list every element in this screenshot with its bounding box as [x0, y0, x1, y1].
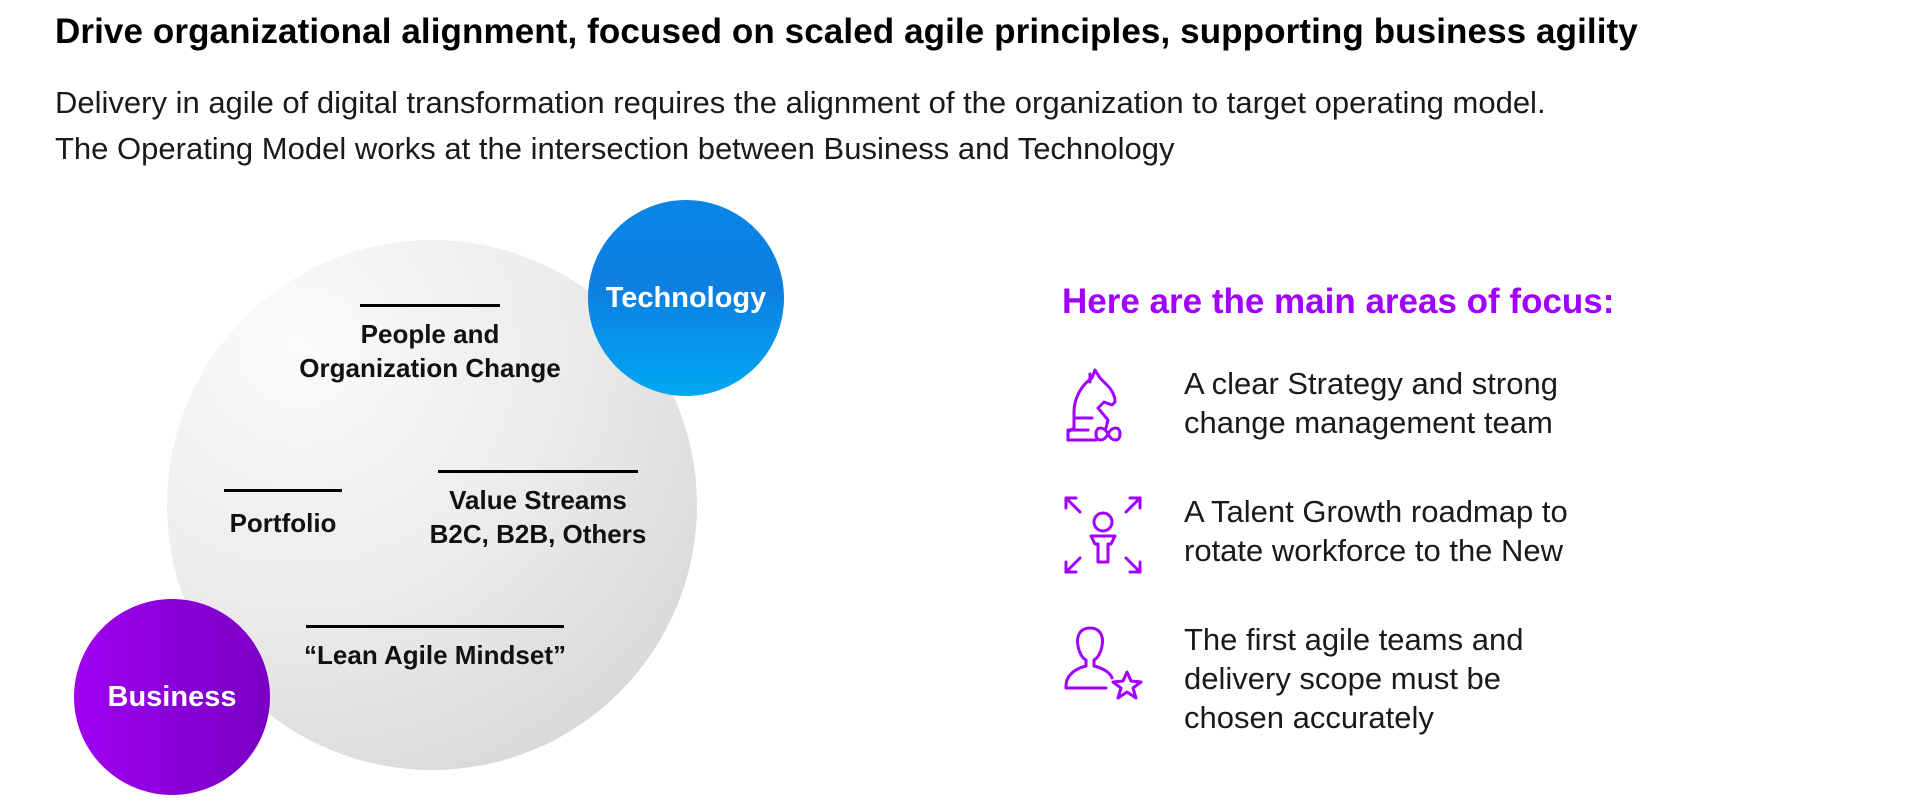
node-people-organization-change: People and Organization Change [260, 304, 600, 385]
focus-item-text: The first agile teams and delivery scope… [1184, 620, 1523, 737]
node-label-line: People and [360, 319, 500, 349]
person-star-icon [1064, 626, 1143, 700]
node-label-line: Portfolio [229, 508, 337, 538]
page-title: Drive organizational alignment, focused … [55, 12, 1638, 51]
focus-item-text: A Talent Growth roadmap to rotate workfo… [1184, 492, 1568, 570]
focus-item-line: delivery scope must be [1184, 661, 1502, 696]
node-label-line: B2C, B2B, Others [429, 519, 647, 549]
node-lean-agile-mindset: “Lean Agile Mindset” [260, 625, 610, 672]
node-divider [438, 470, 638, 473]
person-expand-arrows-icon [1064, 496, 1142, 574]
chess-knight-infinity-icon [1066, 368, 1122, 442]
business-circle: Business [74, 599, 270, 795]
node-portfolio: Portfolio [203, 489, 363, 540]
node-divider [224, 489, 342, 492]
node-label-line: “Lean Agile Mindset” [304, 640, 566, 670]
business-label: Business [107, 680, 237, 713]
node-value-streams: Value Streams B2C, B2B, Others [398, 470, 678, 551]
focus-item-line: change management team [1184, 405, 1553, 440]
technology-circle: Technology [588, 200, 784, 396]
focus-item-line: The first agile teams and [1184, 622, 1524, 657]
node-divider [360, 304, 500, 307]
page-subtitle: Delivery in agile of digital transformat… [55, 80, 1546, 172]
focus-item-line: A clear Strategy and strong [1184, 366, 1558, 401]
node-divider [306, 625, 564, 628]
subtitle-line: Delivery in agile of digital transformat… [55, 85, 1546, 120]
node-label-line: Organization Change [299, 353, 561, 383]
focus-item-line: chosen accurately [1184, 700, 1434, 735]
focus-title: Here are the main areas of focus: [1062, 282, 1615, 321]
subtitle-line: The Operating Model works at the interse… [55, 131, 1175, 166]
focus-item-line: rotate workforce to the New [1184, 533, 1564, 568]
focus-item-line: A Talent Growth roadmap to [1184, 494, 1568, 529]
focus-item-text: A clear Strategy and strong change manag… [1184, 364, 1558, 442]
node-label-line: Value Streams [449, 485, 627, 515]
technology-label: Technology [605, 281, 767, 314]
